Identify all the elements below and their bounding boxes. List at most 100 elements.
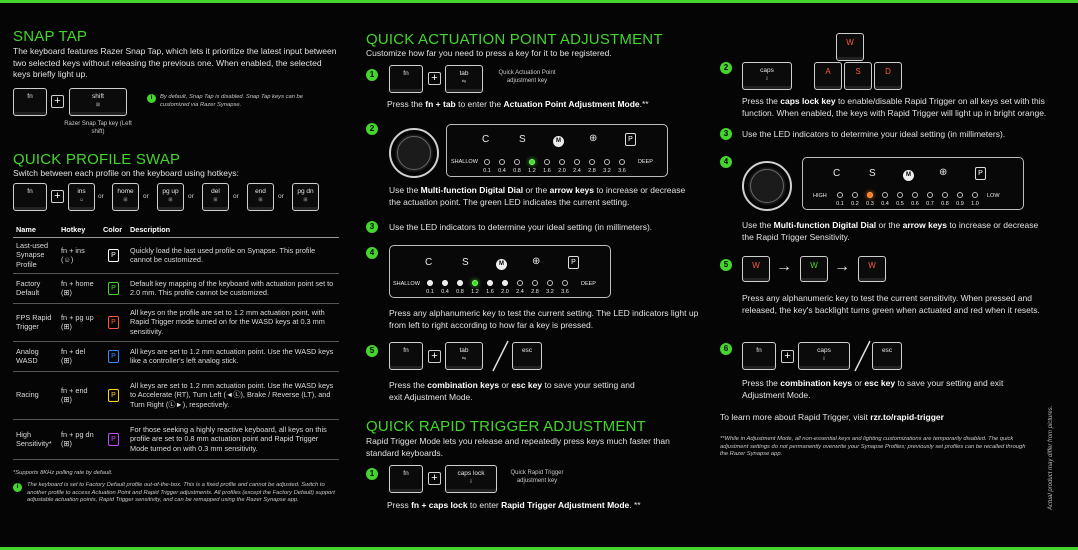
digital-dial-icon xyxy=(389,128,439,178)
side-disclaimer: Actual product may differ from pictures. xyxy=(1048,405,1054,510)
fn-key: fn xyxy=(389,342,423,370)
led-lit xyxy=(427,280,433,286)
profile-color-icon: P xyxy=(108,315,119,329)
led xyxy=(517,280,523,286)
profile-swap-title: QUICK PROFILE SWAP xyxy=(13,151,181,168)
or-text: or xyxy=(98,193,104,200)
snap-tap-key-caption: Razer Snap Tap key (Left shift) xyxy=(64,121,132,135)
table-row: High Sensitivity* fn + pg dn (⊞) P For t… xyxy=(13,419,339,460)
led-active xyxy=(529,159,535,165)
level-label: 0.3 xyxy=(866,201,874,207)
slash-divider xyxy=(852,339,872,373)
profile-color-icon: P xyxy=(108,349,119,363)
s-key: S xyxy=(844,62,872,90)
level-label: 0.8 xyxy=(513,168,521,174)
step-number: 3 xyxy=(720,128,732,140)
led xyxy=(499,159,505,165)
level-label: 2.0 xyxy=(558,168,566,174)
rapid-key-label: Quick Rapid Trigger adjustment key xyxy=(510,470,564,484)
rapid-step2-text: Press the caps lock key to enable/disabl… xyxy=(742,96,1047,118)
led xyxy=(897,192,903,198)
step-number: 4 xyxy=(366,247,378,259)
plus-icon: + xyxy=(428,72,441,85)
caps-key: caps⇩ xyxy=(742,62,792,90)
level-label: 0.1 xyxy=(426,289,434,295)
s-icon: S xyxy=(519,134,526,145)
led xyxy=(547,280,553,286)
home-key: home⊞ xyxy=(112,183,139,211)
fn-key: fn xyxy=(389,465,423,493)
shallow-label: SHALLOW xyxy=(451,159,478,165)
level-label: 0.6 xyxy=(911,201,919,207)
level-label: 3.6 xyxy=(618,168,626,174)
rapid-trigger-link[interactable]: rzr.to/rapid-trigger xyxy=(870,412,944,422)
led xyxy=(837,192,843,198)
level-label: 2.8 xyxy=(588,168,596,174)
table-row: Last-used Synapse Profile fn + ins (☺) P… xyxy=(13,237,339,274)
rapid-desc: Rapid Trigger Mode lets you release and … xyxy=(366,436,670,458)
adjustment-footnote: **While in Adjustment Mode, all non-esse… xyxy=(720,436,1026,457)
level-label: 2.4 xyxy=(516,289,524,295)
bottom-accent-bar xyxy=(0,547,1078,550)
step-number: 5 xyxy=(720,259,732,271)
m-icon: M xyxy=(903,168,914,181)
profile-color-icon: P xyxy=(108,281,119,295)
profile-icon: P xyxy=(568,256,579,269)
led xyxy=(912,192,918,198)
led xyxy=(514,159,520,165)
fn-key: fn xyxy=(742,342,776,370)
led-panel-test: C S M ⊕ P SHALLOW DEEP 0.1 0.4 0.8 1.2 1… xyxy=(389,245,611,298)
actuation-step2-text: Use the Multi-function Digital Dial or t… xyxy=(389,185,686,207)
actuation-step5-text: Press the combination keys or esc key to… xyxy=(389,380,635,402)
rapid-step3-text: Use the LED indicators to determine your… xyxy=(742,129,1006,139)
m-icon: M xyxy=(553,134,564,147)
shallow-label: SHALLOW xyxy=(393,281,420,287)
level-label: 0.8 xyxy=(456,289,464,295)
m-icon: M xyxy=(496,257,507,270)
snap-tap-desc: The keyboard features Razer Snap Tap, wh… xyxy=(13,46,337,79)
table-row: Racing fn + end (⊞) P All keys are set t… xyxy=(13,371,339,420)
plus-icon: + xyxy=(428,472,441,485)
level-label: 2.4 xyxy=(573,168,581,174)
w-key-reset: W xyxy=(858,256,886,282)
led xyxy=(484,159,490,165)
table-row: FPS Rapid Trigger fn + pg up (⊞) P All k… xyxy=(13,303,339,342)
led xyxy=(604,159,610,165)
table-header-row: Name Hotkey Color Description xyxy=(13,223,339,238)
del-key: del⊞ xyxy=(202,183,229,211)
actuation-desc: Customize how far you need to press a ke… xyxy=(366,48,612,58)
step-number: 1 xyxy=(366,468,378,480)
rapid-step1-text: Press fn + caps lock to enter Rapid Trig… xyxy=(387,500,641,510)
level-label: 0.4 xyxy=(498,168,506,174)
c-icon: C xyxy=(482,134,490,145)
col-header-name: Name xyxy=(13,223,58,238)
w-key-idle: W xyxy=(742,256,770,282)
led xyxy=(852,192,858,198)
level-label: 0.9 xyxy=(956,201,964,207)
level-label: 2.0 xyxy=(501,289,509,295)
plus-icon: + xyxy=(51,190,64,203)
crosshair-icon: ⊕ xyxy=(939,167,948,178)
led xyxy=(972,192,978,198)
step-number: 1 xyxy=(366,69,378,81)
s-icon: S xyxy=(462,257,469,268)
profile-note: The keyboard is set to Factory Default p… xyxy=(27,482,335,503)
level-label: 0.7 xyxy=(926,201,934,207)
high-label: HIGH xyxy=(813,193,827,199)
tab-key: tab⇆ xyxy=(445,65,483,93)
level-label: 3.6 xyxy=(561,289,569,295)
slash-divider xyxy=(489,339,509,373)
led xyxy=(562,280,568,286)
crosshair-icon: ⊕ xyxy=(532,256,541,267)
level-label: 0.4 xyxy=(881,201,889,207)
led xyxy=(559,159,565,165)
level-label: 1.6 xyxy=(486,289,494,295)
crosshair-icon: ⊕ xyxy=(589,133,598,144)
caps-lock-key: caps lock⇩ xyxy=(445,465,497,493)
profile-icon: P xyxy=(975,167,986,180)
led-panel: C S M ⊕ P SHALLOW DEEP 0.1 0.4 0.8 1.2 1… xyxy=(446,124,668,177)
learn-more-text: To learn more about Rapid Trigger, visit… xyxy=(720,412,944,422)
level-label: 0.4 xyxy=(441,289,449,295)
plus-icon: + xyxy=(51,95,64,108)
level-label: 0.5 xyxy=(896,201,904,207)
